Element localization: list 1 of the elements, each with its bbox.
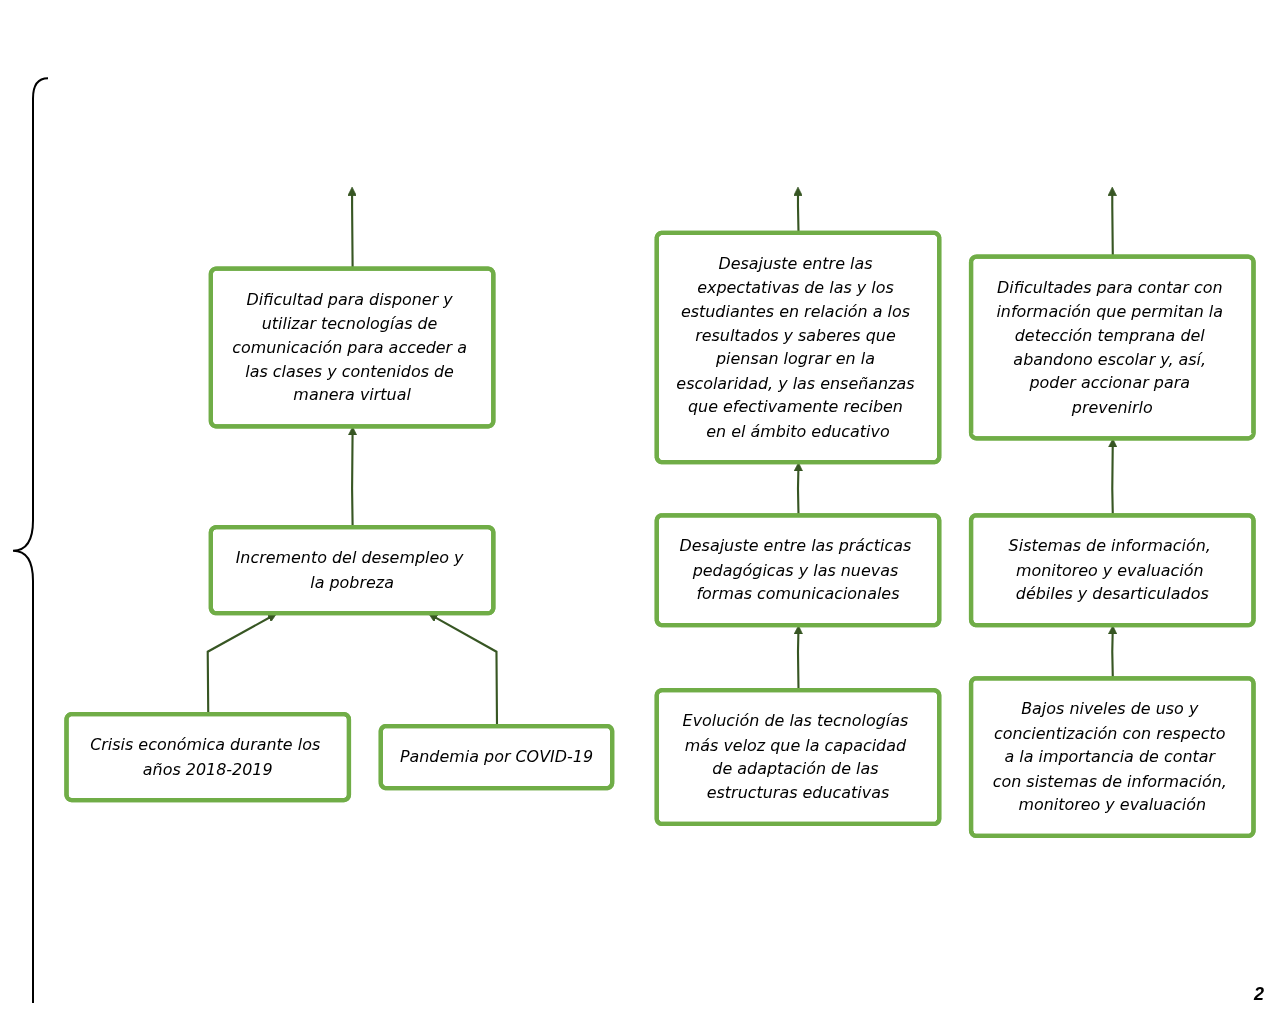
page-number: 2: [1254, 984, 1264, 1004]
